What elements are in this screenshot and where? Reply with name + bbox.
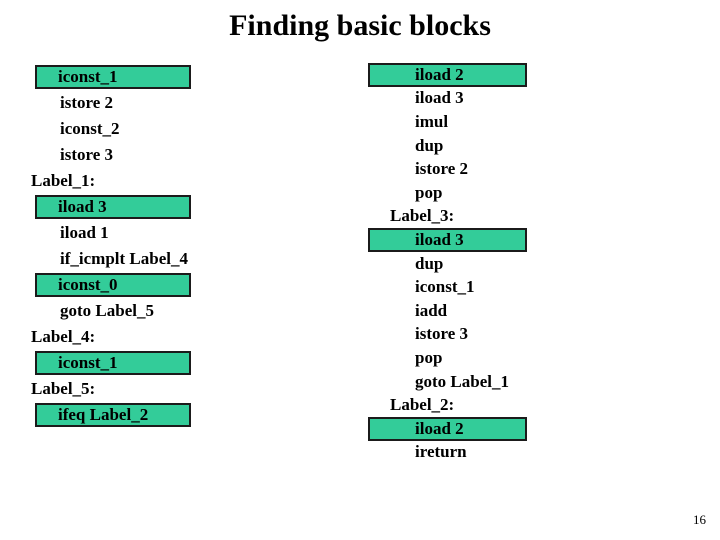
code-instruction-row: iconst_1 [368, 275, 527, 299]
instruction-text: ifeq Label_2 [58, 405, 149, 424]
label-text: Label_4: [31, 327, 96, 346]
code-instruction-row: istore 3 [368, 323, 527, 347]
leader-highlight-box: ifeq Label_2 [35, 403, 191, 427]
instruction-text: iload 3 [58, 197, 107, 216]
instruction-text: iconst_1 [58, 353, 118, 372]
instruction-text: iload 2 [415, 64, 464, 84]
label-text: Label_3: [390, 206, 455, 226]
code-label-row: Label_3: [368, 205, 527, 229]
code-label-row: Label_2: [368, 393, 527, 417]
code-instruction-row: dup [368, 252, 527, 276]
code-label-row: Label_1: [31, 168, 191, 194]
instruction-text: istore 3 [60, 145, 114, 164]
label-text: Label_2: [390, 395, 455, 415]
instruction-text: dup [415, 135, 444, 155]
code-instruction-row: goto Label_5 [31, 298, 191, 324]
basic-block-leader-row: iconst_1 [31, 350, 191, 376]
leader-highlight-box: iload 3 [368, 227, 527, 252]
code-instruction-row: istore 2 [368, 157, 527, 181]
instruction-text: iconst_2 [60, 119, 120, 138]
slide-title: Finding basic blocks [229, 9, 491, 42]
instruction-text: istore 3 [415, 324, 469, 344]
code-instruction-row: pop [368, 181, 527, 205]
basic-block-leader-row: iload 2 [368, 416, 527, 441]
instruction-text: pop [415, 182, 443, 202]
code-instruction-row: istore 2 [31, 90, 191, 116]
instruction-text: pop [415, 347, 443, 367]
instruction-text: if_icmplt Label_4 [60, 249, 188, 268]
instruction-text: imul [415, 111, 449, 131]
label-text: Label_1: [31, 171, 96, 190]
code-label-row: Label_5: [31, 376, 191, 402]
leader-highlight-box: iconst_1 [35, 351, 191, 375]
basic-block-leader-row: iconst_0 [31, 272, 191, 298]
leader-highlight-box: iload 2 [368, 62, 527, 87]
instruction-text: iadd [415, 300, 448, 320]
leader-highlight-box: iload 3 [35, 195, 191, 219]
code-label-row: Label_4: [31, 324, 191, 350]
code-instruction-row: pop [368, 346, 527, 370]
basic-block-leader-row: iconst_1 [31, 64, 191, 90]
leader-highlight-box: iconst_0 [35, 273, 191, 297]
code-instruction-row: dup [368, 134, 527, 158]
instruction-text: iload 3 [415, 88, 464, 108]
code-instruction-row: iconst_2 [31, 116, 191, 142]
instruction-text: ireturn [415, 442, 467, 462]
leader-highlight-box: iload 2 [368, 416, 527, 441]
instruction-text: goto Label_5 [60, 301, 154, 320]
code-instruction-row: if_icmplt Label_4 [31, 246, 191, 272]
leader-highlight-box: iconst_1 [35, 65, 191, 89]
code-instruction-row: ireturn [368, 441, 527, 465]
instruction-text: istore 2 [60, 93, 114, 112]
basic-block-leader-row: ifeq Label_2 [31, 402, 191, 428]
instruction-text: iconst_0 [58, 275, 118, 294]
instruction-text: istore 2 [415, 159, 469, 179]
code-instruction-row: imul [368, 110, 527, 134]
basic-block-leader-row: iload 3 [31, 194, 191, 220]
label-text: Label_5: [31, 379, 96, 398]
page-number: 16 [693, 512, 706, 527]
code-instruction-row: iload 1 [31, 220, 191, 246]
code-instruction-row: iload 3 [368, 87, 527, 111]
instruction-text: dup [415, 253, 444, 273]
instruction-text: iload 1 [60, 223, 109, 242]
code-instruction-row: goto Label_1 [368, 370, 527, 394]
instruction-text: goto Label_1 [415, 371, 509, 391]
basic-block-leader-row: iload 2 [368, 62, 527, 87]
instruction-text: iconst_1 [415, 277, 475, 297]
instruction-text: iload 2 [415, 418, 464, 438]
instruction-text: iload 3 [415, 229, 464, 249]
basic-block-leader-row: iload 3 [368, 227, 527, 252]
code-instruction-row: iadd [368, 299, 527, 323]
instruction-text: iconst_1 [58, 67, 118, 86]
code-instruction-row: istore 3 [31, 142, 191, 168]
